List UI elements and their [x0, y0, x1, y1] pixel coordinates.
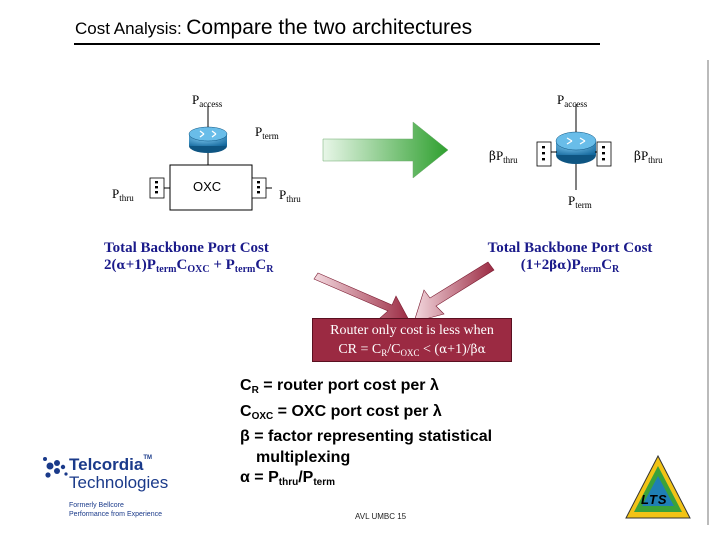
right-p-access-label: Paccess [557, 92, 588, 109]
transition-arrow [322, 121, 449, 179]
right-cost-block: Total Backbone Port Cost (1+2βα)PtermCR [470, 240, 670, 275]
oxc-box [169, 164, 253, 211]
telcordia-logo-mark [43, 457, 68, 478]
definition-alpha: α = Pthru/Pterm [240, 469, 336, 488]
title-main: Compare the two architectures [186, 16, 473, 39]
right-cost-heading: Total Backbone Port Cost [487, 240, 653, 256]
left-p-term-label: Pterm [255, 124, 279, 141]
logo-tagline-2: Performance from Experience [69, 511, 162, 518]
right-beta-p-thru-left-label: βPthru [489, 148, 518, 165]
title-underline [74, 43, 600, 45]
definition-coxc: COXC = OXC port cost per λ [240, 402, 442, 422]
definition-beta-cont: multiplexing [256, 448, 351, 466]
logo-technologies: Technologies [69, 473, 169, 492]
left-cost-arrow [313, 272, 411, 323]
title-prefix: Cost Analysis: [75, 19, 182, 38]
oxc-label: OXC [193, 179, 222, 194]
page-title: Cost Analysis: Compare the two architect… [75, 16, 472, 40]
lts-badge-text: LTS [641, 492, 668, 507]
left-p-access-label: Paccess [192, 92, 223, 109]
definition-cr: CR = router port cost per λ [240, 377, 439, 396]
left-cost-heading: Total Backbone Port Cost [104, 240, 269, 256]
router-icon-left [188, 126, 228, 153]
definition-beta: β = factor representing statistical [240, 428, 493, 445]
left-cost-formula: 2(α+1)PtermCOXC + PtermCR [104, 257, 274, 275]
right-beta-p-thru-right-label: βPthru [634, 148, 663, 165]
left-p-thru-label: Pthru [112, 186, 134, 203]
left-p-thru-right-label: Pthru [279, 187, 301, 204]
left-cost-block: Total Backbone Port Cost 2(α+1)PtermCOXC… [104, 240, 273, 275]
footer-text: AVL UMBC 15 [355, 512, 407, 521]
right-border-line [707, 60, 709, 525]
logo-tagline-1: Formerly Bellcore [69, 502, 124, 509]
router-cost-note: Router only cost is less when CR = CR/CO… [312, 318, 512, 362]
right-cost-formula: (1+2βα)PtermCR [520, 257, 620, 275]
lts-badge-icon [625, 454, 691, 519]
definitions-list: CR = router port cost per λ COXC = OXC p… [240, 376, 492, 494]
right-p-term-label: Pterm [568, 193, 592, 210]
router-icon-right [555, 131, 597, 164]
note-line-2: CR = CR/COXC < (α+1)/βα [338, 342, 486, 358]
note-line-1: Router only cost is less when [330, 323, 494, 338]
logo-telcordia: TelcordiaTM [69, 455, 152, 474]
